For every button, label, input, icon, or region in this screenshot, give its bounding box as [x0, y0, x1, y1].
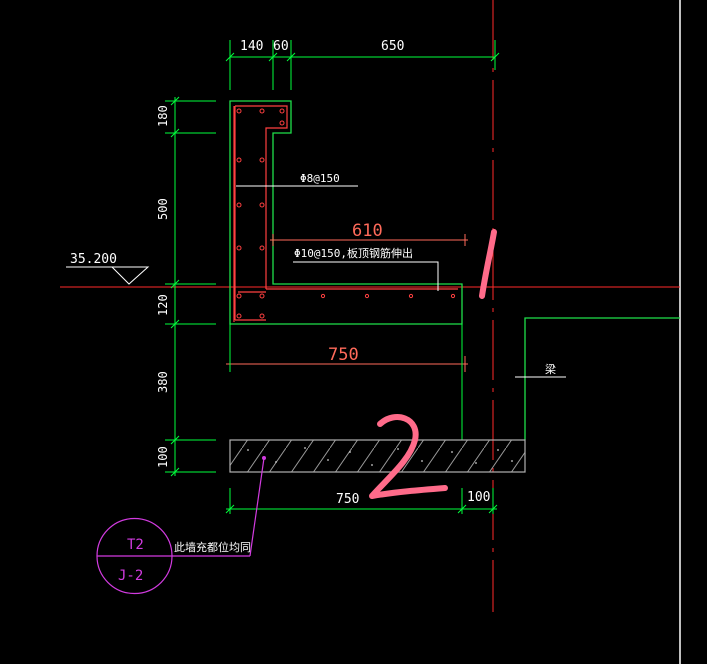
dim-label-180: 180	[156, 105, 170, 127]
dim-label-500: 500	[156, 198, 170, 220]
dim-label-120: 120	[156, 294, 170, 316]
dim-610-lines	[270, 234, 468, 246]
rebar-leaders	[236, 185, 439, 291]
dim-label-60: 60	[273, 39, 289, 54]
left-dimension-chain	[165, 96, 216, 477]
wall-section-outline	[229, 100, 463, 325]
beam-outline	[524, 317, 680, 440]
callout-top-label: T2	[127, 537, 144, 553]
elevation-marker	[66, 266, 150, 285]
dim-label-650: 650	[381, 39, 404, 54]
handwritten-mark-1	[479, 229, 497, 299]
callout-anchor-dot	[262, 456, 266, 460]
handwritten-mark-2	[369, 414, 448, 499]
callout-note: 此墙充都位均同	[174, 540, 251, 554]
rebar-vertical-label: Φ8@150	[300, 172, 340, 185]
elevation-label: 35.200	[70, 252, 117, 267]
dim-label-750-lower: 750	[336, 492, 359, 507]
dim-label-140: 140	[240, 39, 263, 54]
dim-label-100-right: 100	[467, 490, 490, 505]
rebar-cage	[233, 105, 458, 322]
rebar-dots	[236, 108, 456, 319]
beam-label: 梁	[545, 362, 556, 376]
dim-750-upper-ext	[229, 324, 463, 440]
dim-label-380: 380	[156, 371, 170, 393]
bottom-dimension-chain	[225, 488, 498, 514]
dim-label-610: 610	[352, 221, 383, 241]
cushion-speckles	[247, 447, 513, 466]
rebar-horizontal-label: Φ10@150,板顶钢筋伸出	[294, 246, 413, 260]
cushion-layer	[229, 439, 526, 473]
dim-label-100-left: 100	[156, 446, 170, 468]
callout-bottom-label: J-2	[118, 568, 143, 584]
dim-label-750-upper: 750	[328, 345, 359, 365]
top-dimension-chain	[225, 40, 500, 90]
callout-leader	[96, 457, 265, 595]
